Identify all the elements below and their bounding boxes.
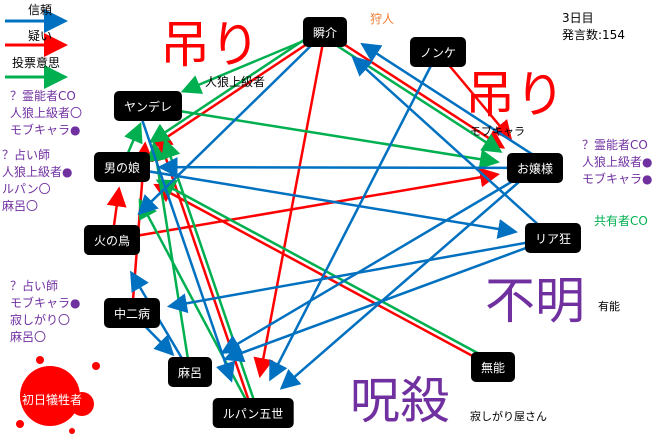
fate-hanged-2-role: モブキャラ xyxy=(470,125,525,138)
legend-doubt-label: 疑い xyxy=(28,29,53,43)
node-lupin[interactable]: ルパン五世 xyxy=(212,398,294,428)
edge-red-hinotori-ojousama xyxy=(111,167,501,242)
yandere-notes: ？霊能者CO 人狼上級者〇 モブキャラ● xyxy=(10,89,83,137)
node-otokonoko[interactable]: 男の娘 xyxy=(93,152,151,182)
ojousama-notes: ？霊能者CO 人狼上級者● モブキャラ● xyxy=(582,138,653,186)
edge-blue-ojousama-lupin xyxy=(279,167,536,390)
day-label: 3日目 xyxy=(562,11,594,25)
fate-hanged-1-role: 人狼上級者 xyxy=(205,75,266,89)
node-riakyou[interactable]: リア狂 xyxy=(524,223,582,253)
fate-hanged-2: 吊り xyxy=(465,66,565,124)
fate-unknown: 不明 xyxy=(485,272,585,330)
legend-vote-label: 投票意思 xyxy=(12,56,61,70)
node-victim[interactable]: 初日犠牲者 xyxy=(21,392,83,407)
sharer-label: 共有者CO xyxy=(594,214,648,228)
node-ojousama[interactable]: お嬢様 xyxy=(506,153,564,183)
edge-blue-riakyou-shunsuke xyxy=(351,55,554,239)
chuunibyou-notes: ？占い師 モブキャラ● 寂しがり〇 麻呂〇 xyxy=(10,279,81,344)
hunter-label: 狩人 xyxy=(370,12,395,26)
node-maro[interactable]: 麻呂 xyxy=(167,357,213,387)
blood-splatter-icon xyxy=(16,356,100,434)
edge-green-shunsuke-ojousama xyxy=(321,35,503,153)
edge-red-shunsuke-ojousama xyxy=(324,30,506,149)
edge-green-shunsuke-otokonoko xyxy=(148,26,323,144)
edge-blue-nonke-lupin xyxy=(269,51,440,382)
edge-blue-ojousama-maro xyxy=(220,166,536,354)
node-nonke[interactable]: ノンケ xyxy=(409,37,467,67)
edge-blue-riakyou-chuunibyou xyxy=(166,236,554,314)
edge-blue-otokonoko-riakyou xyxy=(121,165,518,239)
node-hinotori[interactable]: 火の鳥 xyxy=(83,225,141,255)
node-shunsuke[interactable]: 瞬介 xyxy=(302,17,348,47)
node-yandere[interactable]: ヤンデレ xyxy=(113,91,183,121)
message-count: 発言数:154 xyxy=(562,28,625,42)
edge-blue-riakyou-maro xyxy=(223,236,554,363)
legend-trust-label: 信頼 xyxy=(28,3,53,17)
edge-green-yandere-ojousama xyxy=(147,104,500,170)
edge-blue-yandere-lupin xyxy=(137,108,236,383)
node-munou[interactable]: 無能 xyxy=(470,352,516,382)
edge-blue-ojousama-otokonoko xyxy=(157,157,536,178)
fate-unknown-role: 有能 xyxy=(598,300,620,313)
fate-hanged-1: 吊り xyxy=(160,16,260,74)
fate-cursed-role: 寂しがり屋さん xyxy=(470,410,547,423)
edge-blue-ojousama-shunsuke xyxy=(360,42,542,161)
node-chuunibyou[interactable]: 中二病 xyxy=(103,298,161,328)
edge-red-shunsuke-otokonoko xyxy=(151,30,326,148)
edge-green-lupin-yandere xyxy=(161,137,259,412)
edge-blue-shunsuke-hinotori xyxy=(137,31,326,216)
edge-blue-maro-hinotori xyxy=(130,270,192,373)
day-info: 3日目 発言数:154 xyxy=(562,10,625,44)
fate-cursed: 呪殺 xyxy=(350,372,450,430)
otokonoko-notes: ？占い師 人狼上級者● ルパン〇 麻呂〇 xyxy=(2,148,73,213)
edge-red-shunsuke-lupin xyxy=(253,31,327,379)
